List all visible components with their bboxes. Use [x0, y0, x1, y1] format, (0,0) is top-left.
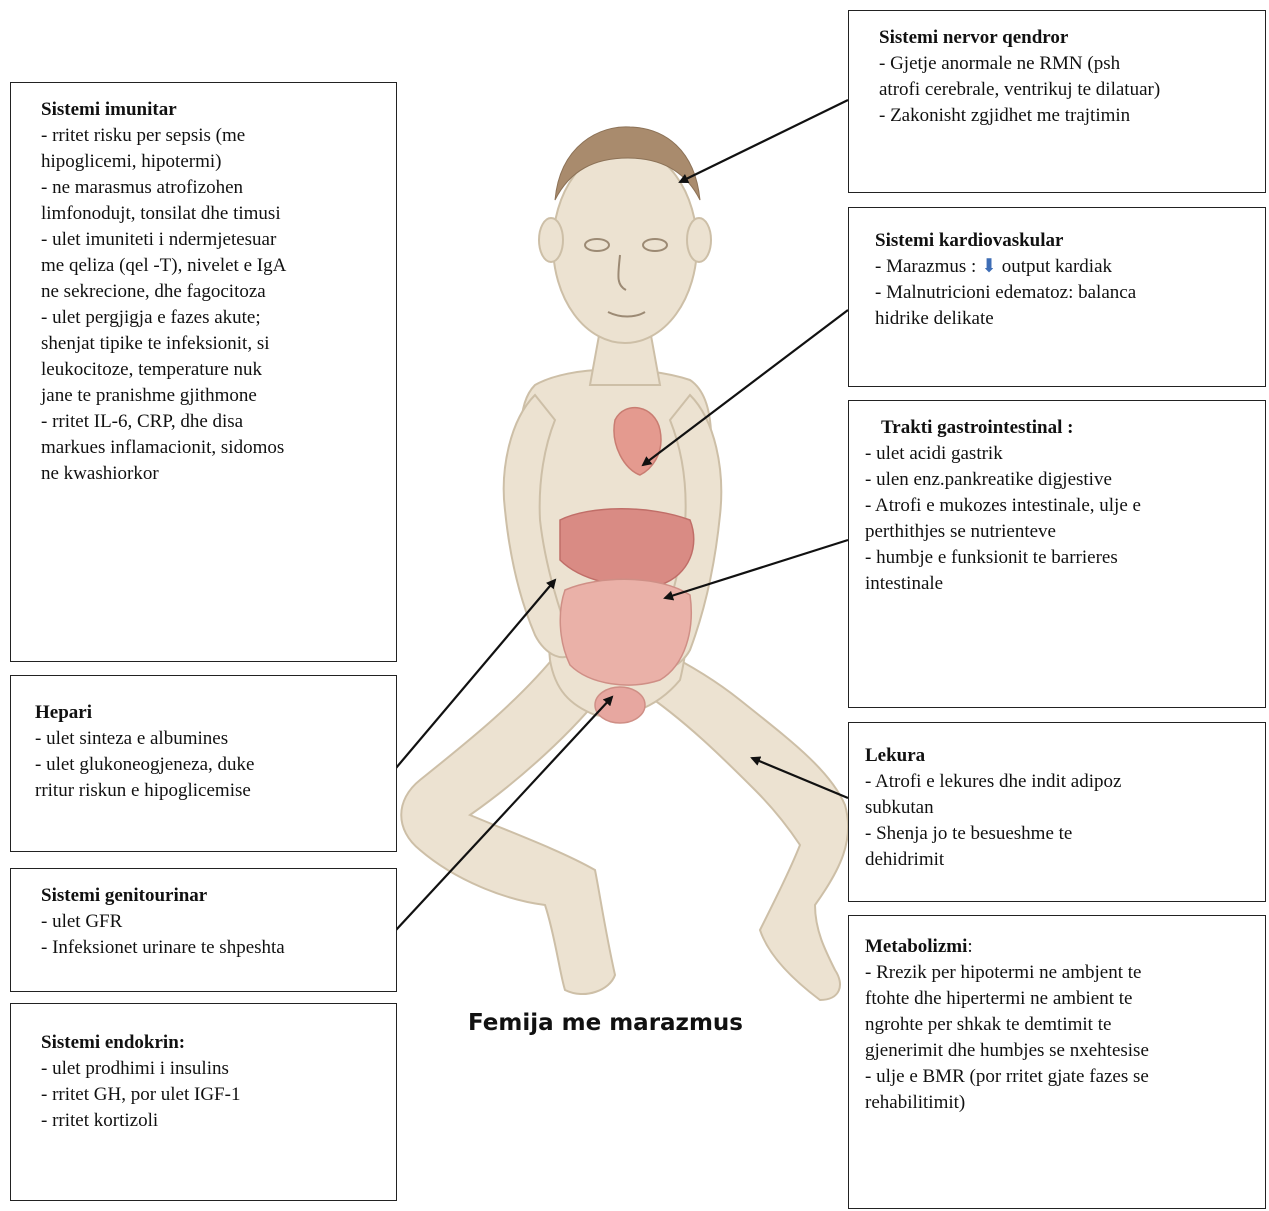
box-title: Sistemi imunitar [41, 97, 384, 123]
figure-caption: Femija me marazmus [468, 1010, 743, 1036]
box-line: me qeliza (qel -T), nivelet e IgA [41, 253, 384, 279]
box-sistemi-nervor-qendror: Sistemi nervor qendror - Gjetje anormale… [848, 10, 1266, 193]
box-line: dehidrimit [865, 847, 1253, 873]
box-title: Sistemi nervor qendror [879, 25, 1253, 51]
box-line: - ulen enz.pankreatike digjestive [865, 467, 1253, 493]
box-line: gjenerimit dhe humbjes se nxehtesise [865, 1038, 1253, 1064]
box-line: - rritet GH, por ulet IGF-1 [41, 1082, 384, 1108]
box-sistemi-genitourinar: Sistemi genitourinar - ulet GFR - Infeks… [10, 868, 397, 992]
box-line: - Shenja jo te besueshme te [865, 821, 1253, 847]
box-line: - ulet glukoneogjeneza, duke [35, 752, 384, 778]
box-sistemi-imunitar: Sistemi imunitar - rritet risku per seps… [10, 82, 397, 662]
box-line: hipoglicemi, hipotermi) [41, 149, 384, 175]
box-line: - ulet prodhimi i insulins [41, 1056, 384, 1082]
arrow-nervor [680, 100, 848, 182]
box-line: hidrike delikate [875, 306, 1253, 332]
box-line: - rritet kortizoli [41, 1108, 384, 1134]
box-sistemi-endokrin: Sistemi endokrin: - ulet prodhimi i insu… [10, 1003, 397, 1201]
box-line: - ne marasmus atrofizohen [41, 175, 384, 201]
box-line: - Gjetje anormale ne RMN (psh [879, 51, 1253, 77]
box-title-row: Metabolizmi: [865, 934, 1253, 960]
box-trakti-gastrointestinal: Trakti gastrointestinal : - ulet acidi g… [848, 400, 1266, 708]
box-hepari: Hepari - ulet sinteza e albumines - ulet… [10, 675, 397, 852]
box-line: ne sekrecione, dhe fagocitoza [41, 279, 384, 305]
line-prefix: - Marazmus : [875, 256, 981, 277]
box-line: jane te pranishme gjithmone [41, 383, 384, 409]
box-line: ngrohte per shkak te demtimit te [865, 1012, 1253, 1038]
title-colon: : [967, 936, 972, 957]
box-line: rehabilitimit) [865, 1090, 1253, 1116]
box-title: Lekura [865, 743, 1253, 769]
box-line: intestinale [865, 571, 1253, 597]
box-lekura: Lekura - Atrofi e lekures dhe indit adip… [848, 722, 1266, 902]
box-line: - Infeksionet urinare te shpeshta [41, 935, 384, 961]
box-line: atrofi cerebrale, ventrikuj te dilatuar) [879, 77, 1253, 103]
box-metabolizmi: Metabolizmi: - Rrezik per hipotermi ne a… [848, 915, 1266, 1209]
box-line: - Rrezik per hipotermi ne ambjent te [865, 960, 1253, 986]
box-line: - ulje e BMR (por rritet gjate fazes se [865, 1064, 1253, 1090]
line-suffix: output kardiak [997, 256, 1112, 277]
box-line: perthithjes se nutrienteve [865, 519, 1253, 545]
box-line: - Marazmus : ⬇ output kardiak [875, 254, 1253, 280]
box-title: Sistemi kardiovaskular [875, 228, 1253, 254]
box-line: - ulet sinteza e albumines [35, 726, 384, 752]
down-arrow-icon: ⬇ [981, 256, 997, 277]
box-line: ne kwashiorkor [41, 461, 384, 487]
box-line: markues inflamacionit, sidomos [41, 435, 384, 461]
box-line: rritur riskun e hipoglicemise [35, 778, 384, 804]
box-line: - Atrofi e mukozes intestinale, ulje e [865, 493, 1253, 519]
box-title: Trakti gastrointestinal : [881, 415, 1253, 441]
box-line: - rritet risku per sepsis (me [41, 123, 384, 149]
box-line: - Atrofi e lekures dhe indit adipoz [865, 769, 1253, 795]
box-line: - ulet imuniteti i ndermjetesuar [41, 227, 384, 253]
box-line: - Zakonisht zgjidhet me trajtimin [879, 103, 1253, 129]
box-line: subkutan [865, 795, 1253, 821]
box-line: - ulet GFR [41, 909, 384, 935]
box-title: Hepari [35, 700, 384, 726]
box-line: limfonodujt, tonsilat dhe timusi [41, 201, 384, 227]
box-line: ftohte dhe hipertermi ne ambient te [865, 986, 1253, 1012]
box-line: shenjat tipike te infeksionit, si [41, 331, 384, 357]
box-sistemi-kardiovaskular: Sistemi kardiovaskular - Marazmus : ⬇ ou… [848, 207, 1266, 387]
box-line: - Malnutricioni edematoz: balanca [875, 280, 1253, 306]
box-line: - humbje e funksionit te barrieres [865, 545, 1253, 571]
box-line: - ulet pergjigja e fazes akute; [41, 305, 384, 331]
box-line: - ulet acidi gastrik [865, 441, 1253, 467]
box-title: Sistemi genitourinar [41, 883, 384, 909]
box-title: Sistemi endokrin: [41, 1030, 384, 1056]
box-line: leukocitoze, temperature nuk [41, 357, 384, 383]
box-line: - rritet IL-6, CRP, dhe disa [41, 409, 384, 435]
box-title: Metabolizmi [865, 936, 967, 957]
